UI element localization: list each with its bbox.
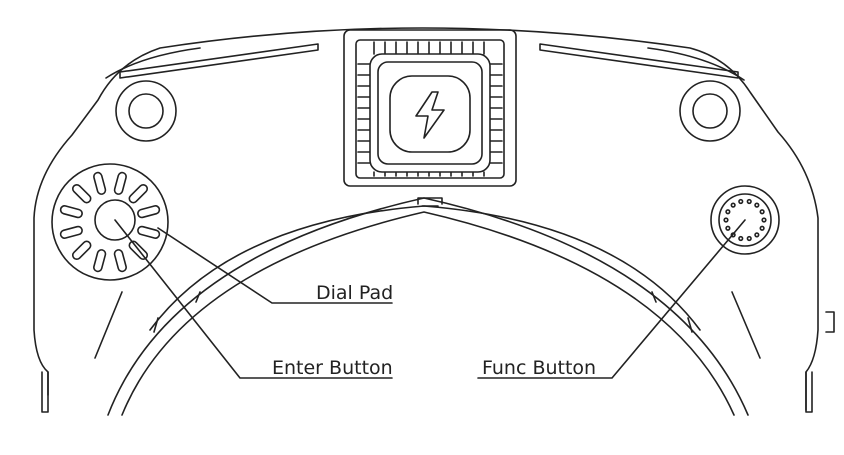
lower-arch-inner — [121, 211, 735, 416]
dial-pad-slot — [93, 249, 107, 273]
dial-pad-slots — [59, 171, 161, 273]
enter-button-label: Enter Button — [272, 357, 393, 379]
func-button-outer[interactable] — [710, 185, 780, 255]
dial-pad-leader — [157, 227, 393, 304]
dial-pad-label: Dial Pad — [316, 282, 393, 304]
dial-pad-slot — [71, 240, 92, 261]
lower-band-edge — [94, 291, 761, 359]
lower-band-inner — [149, 205, 701, 331]
func-button-dot — [738, 235, 744, 242]
dial-pad-slot — [59, 225, 83, 239]
dial-pad-slot — [113, 171, 127, 195]
func-button-dot — [759, 209, 765, 215]
right-top-button-inner — [692, 93, 728, 129]
dial-pad-slot — [113, 249, 127, 273]
dial-pad-slot — [128, 183, 149, 204]
arch-notch — [417, 197, 443, 205]
func-button-dot — [754, 232, 760, 238]
left-top-button-inner — [128, 93, 164, 129]
dial-pad-slot — [71, 183, 92, 204]
func-button-dot — [759, 225, 765, 231]
left-top-button-outer — [115, 80, 177, 142]
dial-pad-slot — [137, 225, 161, 239]
top-vent-left — [119, 43, 319, 79]
dial-pad-slot — [137, 205, 161, 219]
fan-module-plate-inner — [377, 61, 483, 165]
fan-module-frame — [355, 39, 505, 179]
func-button-dot — [725, 225, 731, 231]
side-pin-right — [805, 371, 813, 413]
dial-pad-outer[interactable] — [51, 163, 169, 281]
fan-module-outer — [343, 29, 517, 187]
top-vent-right — [539, 43, 739, 79]
enter-button-leader — [114, 219, 393, 379]
lightning-bolt-icon — [415, 91, 445, 139]
arch-ticks — [153, 291, 693, 333]
housing-inner-edge — [105, 47, 745, 81]
lower-arch-outer — [107, 197, 749, 416]
func-button-dot — [761, 217, 767, 223]
lightning-bolt-badge — [389, 75, 471, 153]
func-button-leader — [477, 219, 746, 379]
dial-pad-slot — [59, 205, 83, 219]
func-button-inner — [718, 193, 772, 247]
func-button-dot — [746, 235, 752, 242]
dial-pad-slot — [93, 171, 107, 195]
func-button-dot — [725, 209, 731, 215]
func-button-dot — [754, 202, 760, 208]
func-button-dots — [723, 198, 767, 242]
right-top-button-outer — [679, 80, 741, 142]
side-pin-left — [41, 371, 49, 413]
func-button-label: Func Button — [482, 357, 596, 379]
func-button-dot — [723, 217, 729, 223]
side-clip-right — [825, 311, 835, 333]
func-button-dot — [738, 198, 744, 205]
enter-button[interactable] — [94, 199, 136, 241]
func-button-dot — [746, 198, 752, 205]
func-button-dot — [730, 202, 736, 208]
housing-outline — [33, 27, 819, 411]
